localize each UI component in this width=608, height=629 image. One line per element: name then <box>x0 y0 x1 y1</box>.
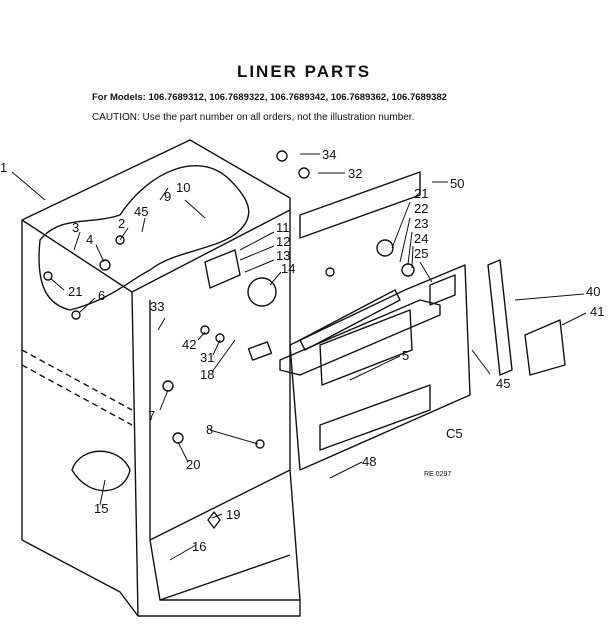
part-6 <box>71 310 81 320</box>
liner-top-rear-edge <box>21 219 133 293</box>
callout-33: 33 <box>150 299 164 314</box>
rear-panel <box>299 171 421 239</box>
callout-8: 8 <box>206 422 213 437</box>
callout-42: 42 <box>182 337 196 352</box>
callout-19: 19 <box>226 507 240 522</box>
callout-31: 31 <box>200 350 214 365</box>
callout-16: 16 <box>192 539 206 554</box>
callout-23: 23 <box>414 216 428 231</box>
callout-25: 25 <box>414 246 428 261</box>
callout-15: 15 <box>94 501 108 516</box>
part-15 <box>71 450 131 492</box>
page-title: LINER PARTS <box>236 62 372 81</box>
callout-21-left: 21 <box>68 284 82 299</box>
callout-48: 48 <box>362 454 376 469</box>
divider-shelf <box>21 349 133 426</box>
fan-blade <box>247 277 277 307</box>
callout-20: 20 <box>186 457 200 472</box>
part-19 <box>207 511 221 529</box>
part-22 <box>376 239 394 257</box>
panel-window <box>429 274 456 306</box>
evaporator-grille <box>299 289 401 351</box>
part-42 <box>200 325 210 335</box>
section-code: C5 <box>446 426 463 441</box>
main-panel <box>289 264 471 471</box>
trim-strip <box>487 259 513 376</box>
part-21-left <box>43 271 53 281</box>
liner-front-edge <box>131 291 139 617</box>
callout-18: 18 <box>200 367 214 382</box>
part-8 <box>255 439 265 449</box>
part-34 <box>276 150 288 162</box>
callout-6: 6 <box>98 288 105 303</box>
part-31 <box>215 333 225 343</box>
callout-24: 24 <box>414 231 428 246</box>
callout-50: 50 <box>450 176 464 191</box>
diagram-code: RE 0297 <box>424 471 451 478</box>
heater-wire <box>38 165 250 311</box>
callout-9: 9 <box>164 189 171 204</box>
grille-cover <box>524 319 566 376</box>
callout-10: 10 <box>176 180 190 195</box>
fan-motor <box>204 249 241 289</box>
part-7 <box>162 380 174 392</box>
liner-inner-edge <box>131 209 291 293</box>
callout-45-top: 45 <box>134 204 148 219</box>
liner-floor-front <box>149 539 300 601</box>
callout-40: 40 <box>586 284 600 299</box>
callout-4: 4 <box>86 232 93 247</box>
callout-5: 5 <box>402 348 409 363</box>
caution-line: CAUTION: Use the part number on all orde… <box>92 112 415 123</box>
part-2 <box>115 235 125 245</box>
liner-bottom-floor <box>149 469 291 541</box>
liner-cabinet-outline <box>21 139 301 617</box>
callout-1: 1 <box>0 160 7 175</box>
callout-7: 7 <box>148 408 155 423</box>
callout-21-right: 21 <box>414 186 428 201</box>
callout-45-right: 45 <box>496 376 510 391</box>
panel-slot-lower <box>319 384 431 451</box>
part-32 <box>298 167 310 179</box>
callout-22: 22 <box>414 201 428 216</box>
callout-41: 41 <box>590 304 604 319</box>
callout-2: 2 <box>118 216 125 231</box>
callout-3: 3 <box>72 220 79 235</box>
callout-14: 14 <box>281 261 295 276</box>
evaporator-cover <box>279 299 441 376</box>
callout-12: 12 <box>276 234 290 249</box>
callout-34: 34 <box>322 147 336 162</box>
part-20 <box>172 432 184 444</box>
models-line: For Models: 106.7689312, 106.7689322, 10… <box>92 92 447 103</box>
switch-housing <box>247 341 273 361</box>
liner-floor-lip <box>159 554 291 601</box>
part-21-right <box>325 267 335 277</box>
callout-13: 13 <box>276 248 290 263</box>
part-4 <box>99 259 111 271</box>
callout-11: 11 <box>276 220 290 235</box>
callout-32: 32 <box>348 166 362 181</box>
panel-slot-upper <box>319 309 413 386</box>
